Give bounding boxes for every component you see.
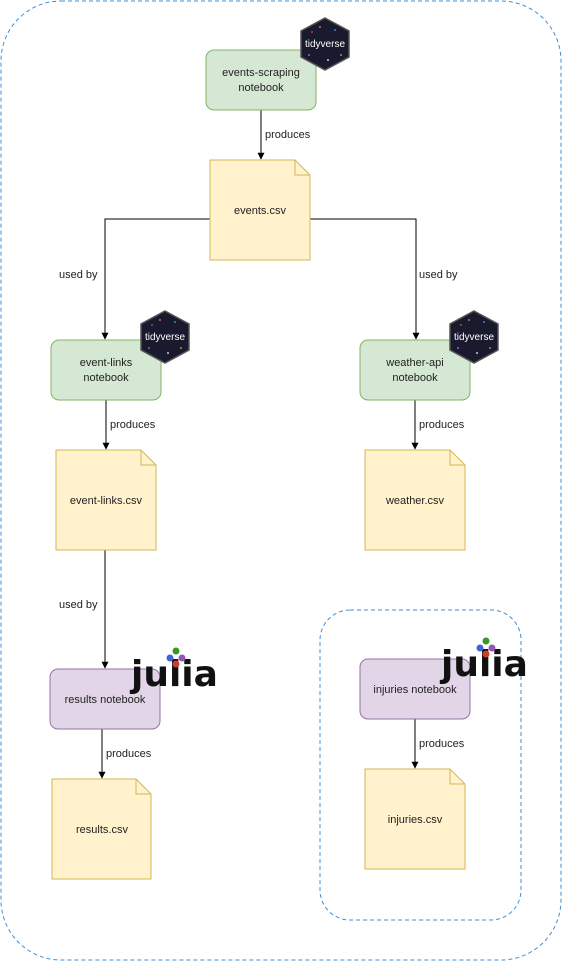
node-label: injuries notebook xyxy=(373,684,457,696)
julia-logo-text: julia xyxy=(129,654,218,695)
node-event-links-csv[interactable]: event-links.csv xyxy=(55,449,157,551)
edge-label-produces: produces xyxy=(265,129,311,141)
node-events-csv[interactable]: events.csv xyxy=(209,159,311,261)
tidyverse-logo-icon: tidyverse xyxy=(300,17,350,71)
edge-events-to-weather-api xyxy=(310,218,420,340)
node-label: notebook xyxy=(83,372,129,384)
node-results-csv[interactable]: results.csv xyxy=(51,778,152,880)
edge-events-to-event-links xyxy=(101,218,210,340)
edge-label-produces: produces xyxy=(419,419,465,431)
node-label: event-links.csv xyxy=(70,495,143,507)
node-label: notebook xyxy=(238,82,284,94)
edge-label-produces: produces xyxy=(106,748,152,760)
julia-logo-icon: julia xyxy=(129,647,218,695)
edge-label-used-by: used by xyxy=(419,269,458,281)
edge-label-produces: produces xyxy=(110,419,156,431)
tidyverse-logo-icon: tidyverse xyxy=(140,310,190,364)
node-injuries-csv[interactable]: injuries.csv xyxy=(364,768,466,870)
edges xyxy=(98,110,420,779)
node-label: results.csv xyxy=(76,824,128,836)
node-label: weather.csv xyxy=(385,495,445,507)
node-events-scraping-notebook[interactable]: events-scraping notebook xyxy=(205,49,317,111)
node-label: events.csv xyxy=(234,205,286,217)
edge-label-used-by: used by xyxy=(59,599,98,611)
node-weather-api-notebook[interactable]: weather-api notebook xyxy=(359,339,471,401)
node-event-links-notebook[interactable]: event-links notebook xyxy=(50,339,162,401)
injuries-group-boundary xyxy=(319,609,522,921)
tidyverse-logo-text: tidyverse xyxy=(145,332,185,343)
node-label: weather-api xyxy=(385,357,443,369)
node-results-notebook[interactable]: results notebook xyxy=(49,668,161,730)
node-weather-csv[interactable]: weather.csv xyxy=(364,449,466,551)
edge-label-produces: produces xyxy=(419,738,465,750)
tidyverse-logo-text: tidyverse xyxy=(454,332,494,343)
tidyverse-logo-text: tidyverse xyxy=(305,39,345,50)
julia-logo-text: julia xyxy=(439,644,528,685)
tidyverse-logo-icon: tidyverse xyxy=(449,310,499,364)
node-label: results notebook xyxy=(65,694,146,706)
julia-logo-icon: julia xyxy=(439,637,528,685)
edge-label-used-by: used by xyxy=(59,269,98,281)
node-label: event-links xyxy=(80,357,133,369)
node-label: injuries.csv xyxy=(388,814,443,826)
node-injuries-notebook[interactable]: injuries notebook xyxy=(359,658,471,720)
node-label: events-scraping xyxy=(222,67,300,79)
node-label: notebook xyxy=(392,372,438,384)
